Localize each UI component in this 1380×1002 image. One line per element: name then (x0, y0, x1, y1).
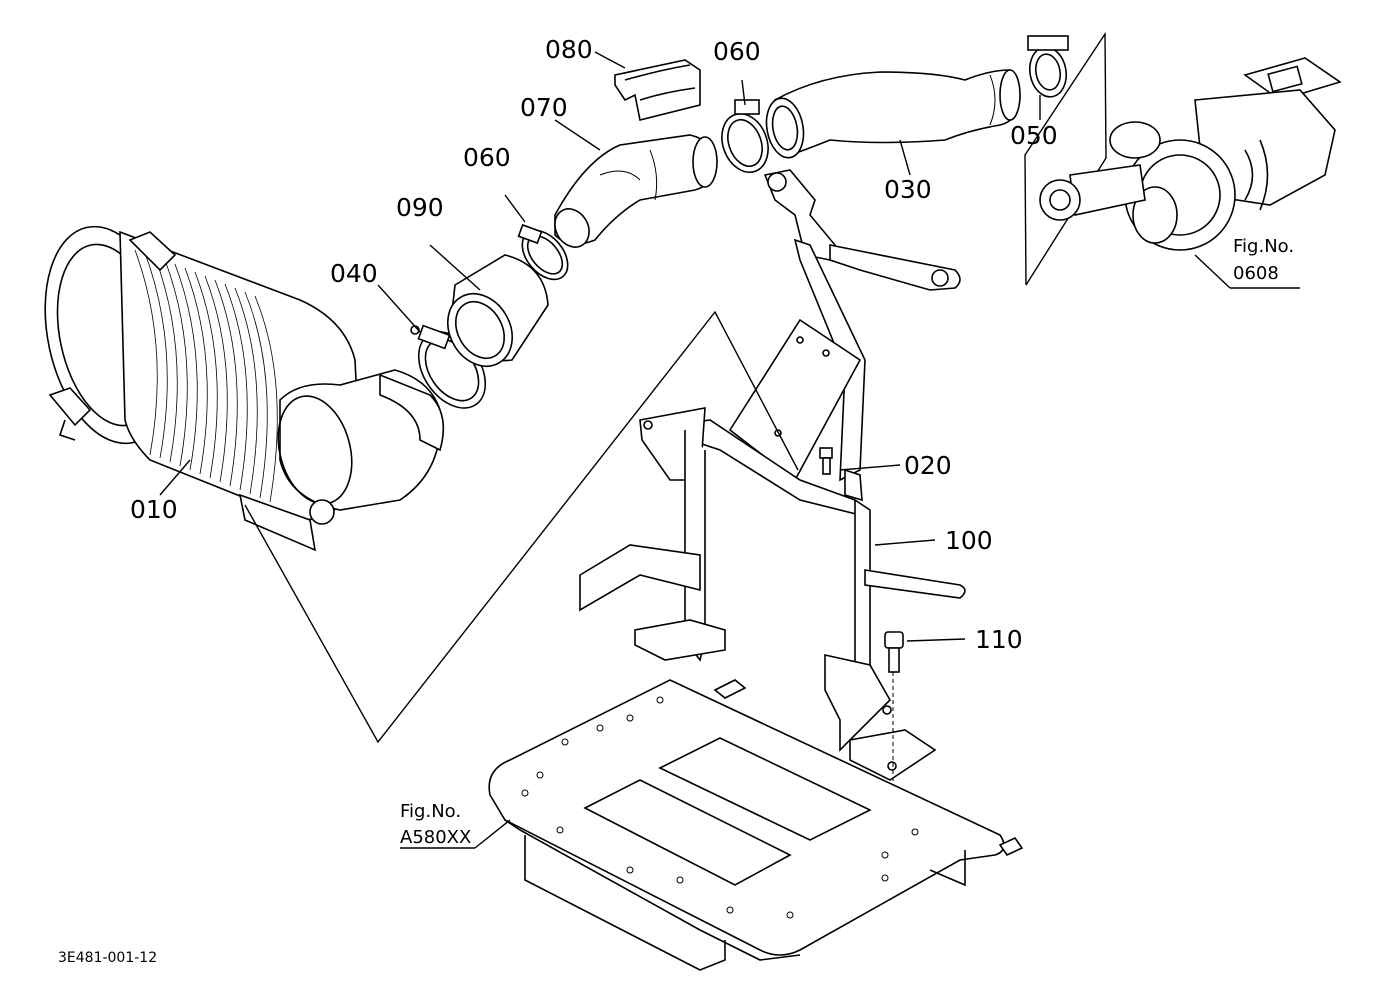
label-040: 040 (330, 259, 378, 288)
air-cleaner-drawing (44, 225, 445, 552)
hose-clamp-050-drawing (1027, 35, 1069, 98)
support-frame-100-drawing (579, 169, 966, 781)
fig-ref-frame-label: Fig.No. (400, 801, 461, 822)
figure-references: Fig.No. 0608 Fig.No. A580XX (400, 236, 1294, 848)
intake-hose-030-drawing (765, 69, 1021, 159)
label-110: 110 (975, 625, 1023, 654)
drawing-code: 3E481-001-12 (58, 950, 157, 966)
label-060-lower: 060 (463, 143, 511, 172)
fig-ref-frame-number: A580XX (400, 827, 471, 848)
hose-clamp-060-lower-drawing (517, 223, 569, 281)
label-090: 090 (396, 193, 444, 222)
bolt-020-drawing (819, 447, 833, 475)
hose-clamp-060-upper-drawing (721, 99, 769, 173)
rubber-sleeve-090-drawing (447, 254, 549, 367)
base-plate-drawing (488, 679, 1024, 971)
label-060-upper: 060 (713, 37, 761, 66)
label-070: 070 (520, 93, 568, 122)
cover-080-drawing (614, 59, 701, 121)
label-010: 010 (130, 495, 178, 524)
label-020: 020 (904, 451, 952, 480)
elbow-hose-070-drawing (554, 134, 718, 248)
part-labels: 010 020 030 040 050 060 060 070 080 090 … (130, 35, 1058, 654)
label-100: 100 (945, 526, 993, 555)
label-050: 050 (1010, 121, 1058, 150)
turbocharger-drawing (1024, 31, 1342, 286)
leader-lines (159, 51, 1300, 849)
fig-ref-turbo-number: 0608 (1233, 263, 1279, 284)
label-080: 080 (545, 35, 593, 64)
fig-ref-turbo-label: Fig.No. (1233, 236, 1294, 257)
label-030: 030 (884, 175, 932, 204)
